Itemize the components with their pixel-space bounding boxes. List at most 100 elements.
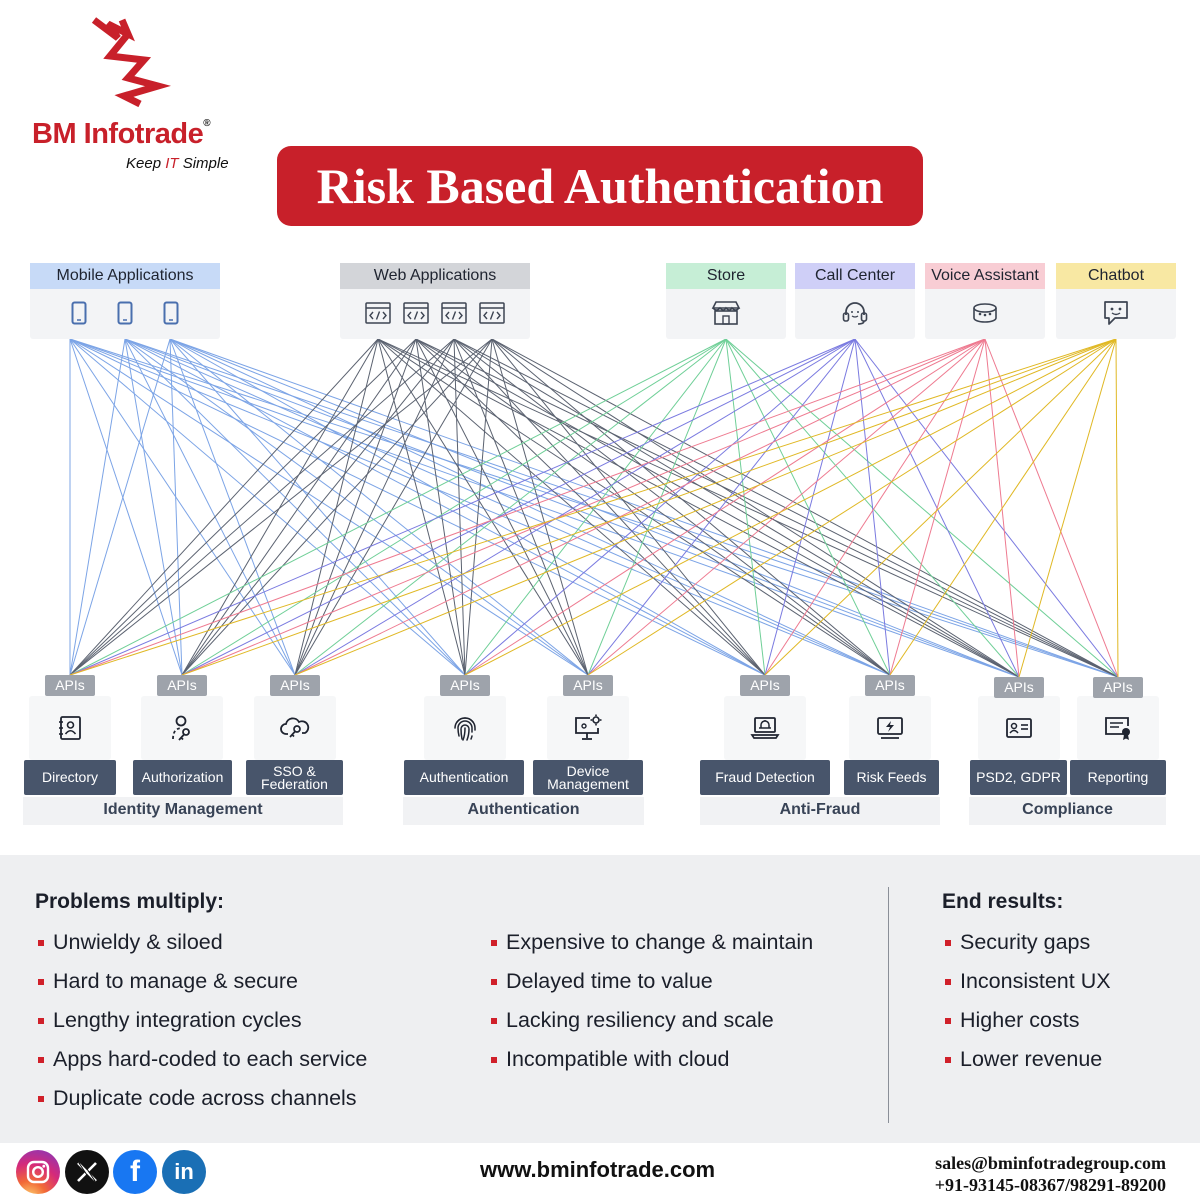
service-label: Fraud Detection bbox=[700, 760, 830, 795]
source-label: Web Applications bbox=[340, 263, 530, 289]
service-label-sso-federation: SSO &Federation bbox=[246, 760, 343, 795]
connection-line bbox=[587, 338, 727, 676]
service-reporting bbox=[1077, 696, 1159, 760]
page-title: Risk Based Authentication bbox=[277, 146, 923, 226]
connection-line bbox=[169, 338, 891, 676]
connection-line bbox=[69, 338, 455, 676]
connection-line bbox=[181, 338, 417, 676]
laptop-alert-icon bbox=[750, 717, 780, 739]
results-list: Security gaps Inconsistent UX Higher cos… bbox=[942, 923, 1111, 1079]
connection-line bbox=[984, 338, 1119, 678]
connection-line bbox=[181, 338, 727, 676]
list-item: Delayed time to value bbox=[488, 962, 813, 1001]
headset-icon bbox=[842, 302, 868, 325]
connection-line bbox=[69, 338, 296, 676]
problems-heading: Problems multiply: bbox=[35, 890, 225, 913]
connection-line bbox=[415, 338, 1119, 678]
source-chatbot: Chatbot bbox=[1056, 263, 1176, 339]
service-label: Authorization bbox=[133, 760, 232, 795]
source-label: Mobile Applications bbox=[30, 263, 220, 289]
service-label: PSD2, GDPR bbox=[970, 760, 1067, 795]
connection-line bbox=[491, 338, 589, 676]
instagram-icon[interactable] bbox=[16, 1150, 60, 1194]
results-heading: End results: bbox=[942, 890, 1064, 913]
connection-line bbox=[415, 338, 766, 676]
smart-speaker-icon bbox=[973, 303, 997, 323]
connection-line bbox=[453, 338, 766, 676]
connection-line bbox=[69, 338, 986, 676]
connection-line bbox=[464, 338, 727, 676]
storefront-icon bbox=[711, 301, 741, 325]
connection-line bbox=[69, 338, 379, 676]
source-call-center: Call Center bbox=[795, 263, 915, 339]
apis-badge: APIs bbox=[563, 675, 613, 696]
connection-line bbox=[491, 338, 766, 676]
problems-list-col1: Unwieldy & siloed Hard to manage & secur… bbox=[35, 923, 367, 1118]
apis-badge: APIs bbox=[740, 675, 790, 696]
service-authorization bbox=[141, 696, 223, 760]
connection-line bbox=[415, 338, 891, 676]
apis-badge: APIs bbox=[994, 677, 1044, 698]
connection-line bbox=[854, 338, 891, 676]
connection-line bbox=[69, 338, 1020, 678]
service-label: Authentication bbox=[404, 760, 524, 795]
phone-number: +91-93145-08367/98291-89200 bbox=[934, 1175, 1166, 1195]
connection-line bbox=[764, 338, 856, 676]
connection-line bbox=[169, 338, 589, 676]
connection-line bbox=[69, 338, 417, 676]
connection-line bbox=[69, 338, 493, 676]
connection-line bbox=[764, 338, 1117, 676]
connection-line bbox=[377, 338, 891, 676]
connection-line bbox=[124, 338, 766, 676]
contact-book-icon bbox=[59, 716, 81, 740]
service-directory bbox=[29, 696, 111, 760]
connection-line bbox=[69, 338, 727, 676]
linkedin-icon[interactable]: in bbox=[162, 1150, 206, 1194]
connection-line bbox=[181, 338, 1117, 676]
list-item: Unwieldy & siloed bbox=[35, 923, 367, 962]
connection-line bbox=[377, 338, 466, 676]
apis-badge: APIs bbox=[440, 675, 490, 696]
connection-line bbox=[124, 338, 891, 676]
connection-line bbox=[453, 338, 589, 676]
service-authentication bbox=[424, 696, 506, 760]
list-item: Incompatible with cloud bbox=[488, 1040, 813, 1079]
connection-line bbox=[491, 338, 1119, 678]
monitor-gear-icon bbox=[575, 714, 602, 740]
connection-line bbox=[69, 338, 766, 676]
source-store: Store bbox=[666, 263, 786, 339]
connection-line bbox=[453, 338, 891, 676]
email-link[interactable]: sales@bminfotradegroup.com bbox=[935, 1153, 1166, 1173]
connection-line bbox=[294, 338, 986, 676]
apis-badge: APIs bbox=[157, 675, 207, 696]
facebook-icon[interactable]: f bbox=[113, 1150, 157, 1194]
x-icon[interactable] bbox=[65, 1150, 109, 1194]
service-sso-federation bbox=[254, 696, 336, 760]
contact-info: sales@bminfotradegroup.com +91-93145-083… bbox=[862, 1152, 1166, 1196]
connection-line bbox=[415, 338, 589, 676]
connection-line bbox=[725, 338, 1119, 678]
connection-line bbox=[181, 338, 493, 676]
list-item: Hard to manage & secure bbox=[35, 962, 367, 1001]
source-web-applications: Web Applications bbox=[340, 263, 530, 339]
group-anti-fraud: Anti-Fraud bbox=[700, 797, 940, 825]
connection-line bbox=[764, 338, 986, 676]
connection-line bbox=[725, 338, 891, 676]
connection-line bbox=[181, 338, 856, 676]
service-device-management bbox=[547, 696, 629, 760]
connection-line bbox=[464, 338, 986, 676]
service-label: Directory bbox=[24, 760, 116, 795]
connection-line bbox=[294, 338, 1117, 676]
website-link[interactable]: www.bminfotrade.com bbox=[480, 1157, 716, 1182]
connection-line bbox=[464, 338, 856, 676]
connection-line bbox=[124, 338, 466, 676]
connection-line bbox=[1115, 338, 1119, 678]
connection-line bbox=[69, 338, 183, 676]
connection-line bbox=[415, 338, 466, 676]
code-window-icon bbox=[365, 302, 391, 324]
connection-line bbox=[377, 338, 1119, 678]
code-window-icon bbox=[403, 302, 429, 324]
connection-line bbox=[181, 338, 986, 676]
apis-badge: APIs bbox=[1093, 677, 1143, 698]
